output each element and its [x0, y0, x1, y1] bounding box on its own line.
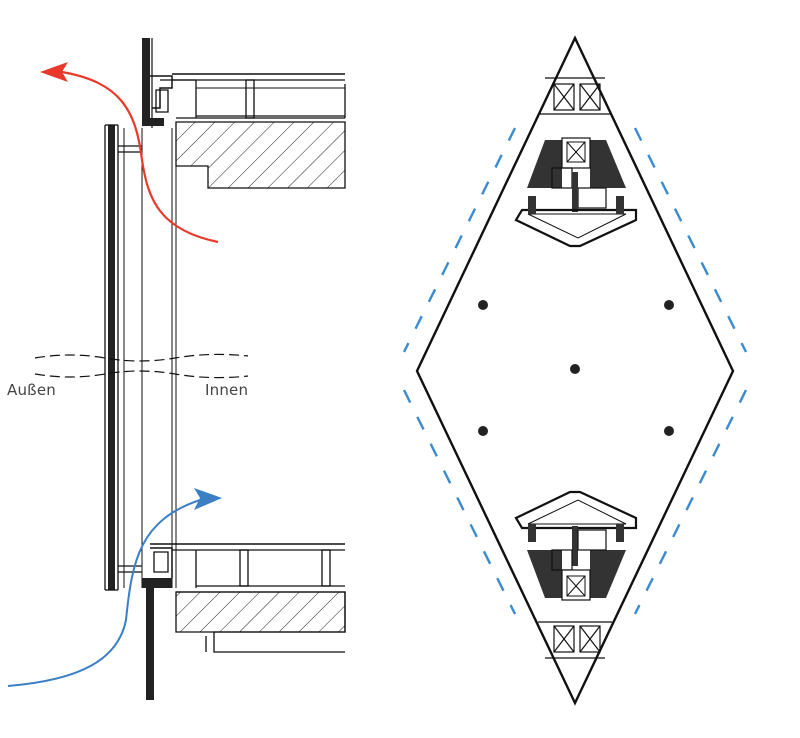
break-lines: [34, 353, 249, 379]
columns: [478, 300, 674, 436]
outer-glass-pane: [104, 124, 142, 591]
top-core: [514, 137, 638, 248]
supply-airflow: [7, 488, 222, 687]
blue-arrow-icon: [194, 488, 222, 510]
exhaust-airflow: [40, 62, 219, 244]
bottom-service-area: [538, 621, 612, 659]
lower-floor-slab: [150, 543, 346, 653]
top-service-area: [538, 77, 612, 115]
lower-facade-frame: [142, 547, 173, 700]
label-inside: Innen: [205, 381, 249, 399]
floor-plan: [402, 35, 748, 706]
diamond-outline: [415, 35, 735, 706]
red-arrow-icon: [40, 62, 68, 82]
blue-double-skin: [402, 127, 748, 615]
cavity-lines: [123, 128, 177, 588]
facade-section: [7, 38, 346, 700]
label-outside: Außen: [7, 381, 56, 399]
upper-floor-slab: [172, 73, 346, 189]
bottom-core: [514, 490, 638, 601]
upper-facade-frame: [142, 38, 196, 128]
